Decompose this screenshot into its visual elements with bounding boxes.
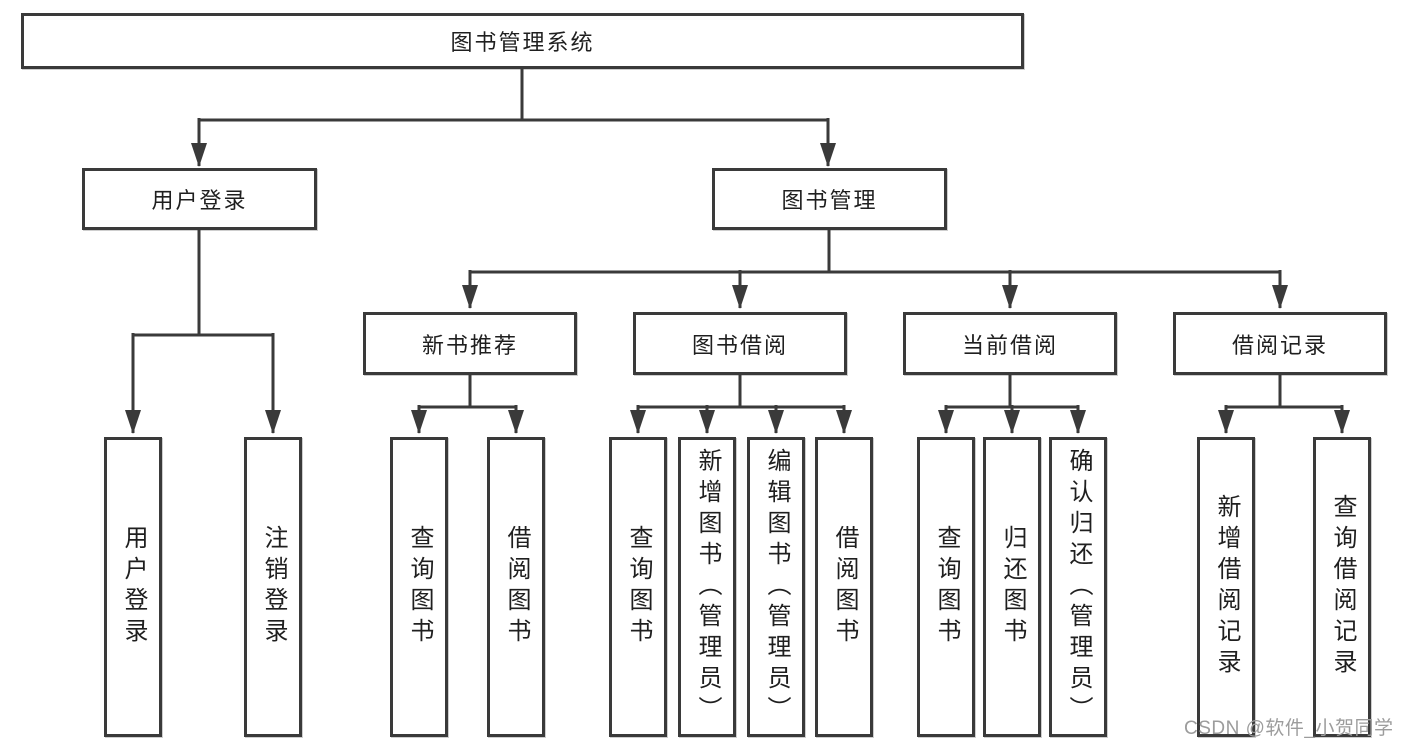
node-book-management-label: 图书管理 (781, 188, 878, 213)
leaf-borrow-query: 查询图书 (609, 437, 667, 737)
node-borrow-record-label: 借阅记录 (1231, 332, 1328, 358)
leaf-user-login: 用户登录 (104, 437, 162, 737)
connector-root-to-level2 (191, 69, 836, 167)
connector-currentborrow-to-leaves (938, 375, 1086, 434)
node-root: 图书管理系统 (21, 13, 1024, 69)
leaf-edit-book-admin: 编辑图书（管理员） (747, 437, 805, 737)
leaf-edit-book-admin-label: 编辑图书（管理员） (763, 447, 790, 727)
leaf-return-book-label: 归还图书 (999, 525, 1026, 649)
leaf-add-borrow-record: 新增借阅记录 (1197, 437, 1255, 737)
leaf-borrow-book-label: 借阅图书 (831, 525, 858, 649)
node-current-borrow-label: 当前借阅 (961, 332, 1058, 358)
leaf-newbook-query-label: 查询图书 (406, 525, 433, 649)
csdn-watermark: CSDN @软件_小贺同学 (1184, 718, 1394, 739)
leaf-add-book-admin-label: 新增图书（管理员） (694, 447, 721, 727)
node-book-management: 图书管理 (712, 168, 947, 230)
connector-bookmgmt-to-level3 (462, 230, 1288, 309)
leaf-current-query: 查询图书 (917, 437, 975, 737)
connector-userlogin-to-leaves (125, 230, 281, 434)
leaf-confirm-return-admin: 确认归还（管理员） (1049, 437, 1107, 737)
leaf-current-query-label: 查询图书 (933, 525, 960, 649)
leaf-return-book: 归还图书 (983, 437, 1041, 737)
connector-bookborrow-to-leaves (630, 375, 852, 434)
node-current-borrow: 当前借阅 (903, 312, 1117, 375)
leaf-add-borrow-record-label: 新增借阅记录 (1213, 494, 1240, 680)
leaf-confirm-return-admin-label: 确认归还（管理员） (1065, 447, 1092, 727)
leaf-borrow-query-label: 查询图书 (625, 525, 652, 649)
node-user-login: 用户登录 (82, 168, 317, 230)
leaf-newbook-borrow: 借阅图书 (487, 437, 545, 737)
leaf-query-borrow-record: 查询借阅记录 (1313, 437, 1371, 737)
node-root-label: 图书管理系统 (450, 30, 595, 55)
node-new-book-recommend: 新书推荐 (363, 312, 577, 375)
leaf-borrow-book: 借阅图书 (815, 437, 873, 737)
leaf-logout-label: 注销登录 (260, 525, 287, 649)
leaf-add-book-admin: 新增图书（管理员） (678, 437, 736, 737)
node-borrow-record: 借阅记录 (1173, 312, 1387, 375)
node-book-borrow-label: 图书借阅 (691, 332, 788, 358)
leaf-newbook-borrow-label: 借阅图书 (503, 525, 530, 649)
node-user-login-label: 用户登录 (151, 188, 248, 213)
node-new-book-recommend-label: 新书推荐 (421, 332, 518, 358)
leaf-logout: 注销登录 (244, 437, 302, 737)
leaf-newbook-query: 查询图书 (390, 437, 448, 737)
connector-borrowrecord-to-leaves (1218, 375, 1350, 434)
leaf-user-login-label: 用户登录 (120, 525, 147, 649)
leaf-query-borrow-record-label: 查询借阅记录 (1329, 494, 1356, 680)
connector-newbook-to-leaves (411, 375, 524, 434)
node-book-borrow: 图书借阅 (633, 312, 847, 375)
